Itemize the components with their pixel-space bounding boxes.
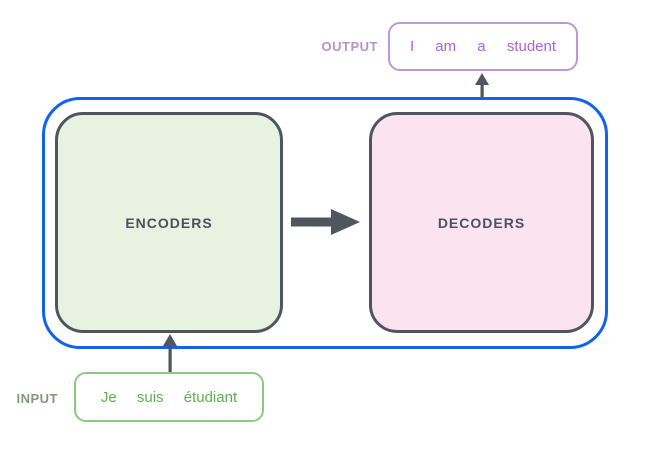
input-to-encoder-arrow bbox=[162, 334, 178, 374]
input-sentence-box: Je suis étudiant bbox=[74, 372, 264, 422]
decoders-label: DECODERS bbox=[437, 214, 526, 231]
output-sentence: I am a student bbox=[409, 38, 557, 55]
encoders-box: ENCODERS bbox=[55, 112, 283, 333]
input-sentence: Je suis étudiant bbox=[100, 388, 238, 406]
arrow-right-icon bbox=[291, 209, 360, 235]
arrow-up-icon bbox=[163, 334, 177, 374]
encoders-label: ENCODERS bbox=[125, 214, 213, 231]
output-caption: OUTPUT bbox=[321, 39, 378, 54]
output-sentence-box: I am a student bbox=[388, 22, 578, 71]
input-caption: INPUT bbox=[16, 391, 58, 406]
decoders-box: DECODERS bbox=[369, 112, 594, 333]
encoder-to-decoder-arrow bbox=[291, 208, 363, 236]
